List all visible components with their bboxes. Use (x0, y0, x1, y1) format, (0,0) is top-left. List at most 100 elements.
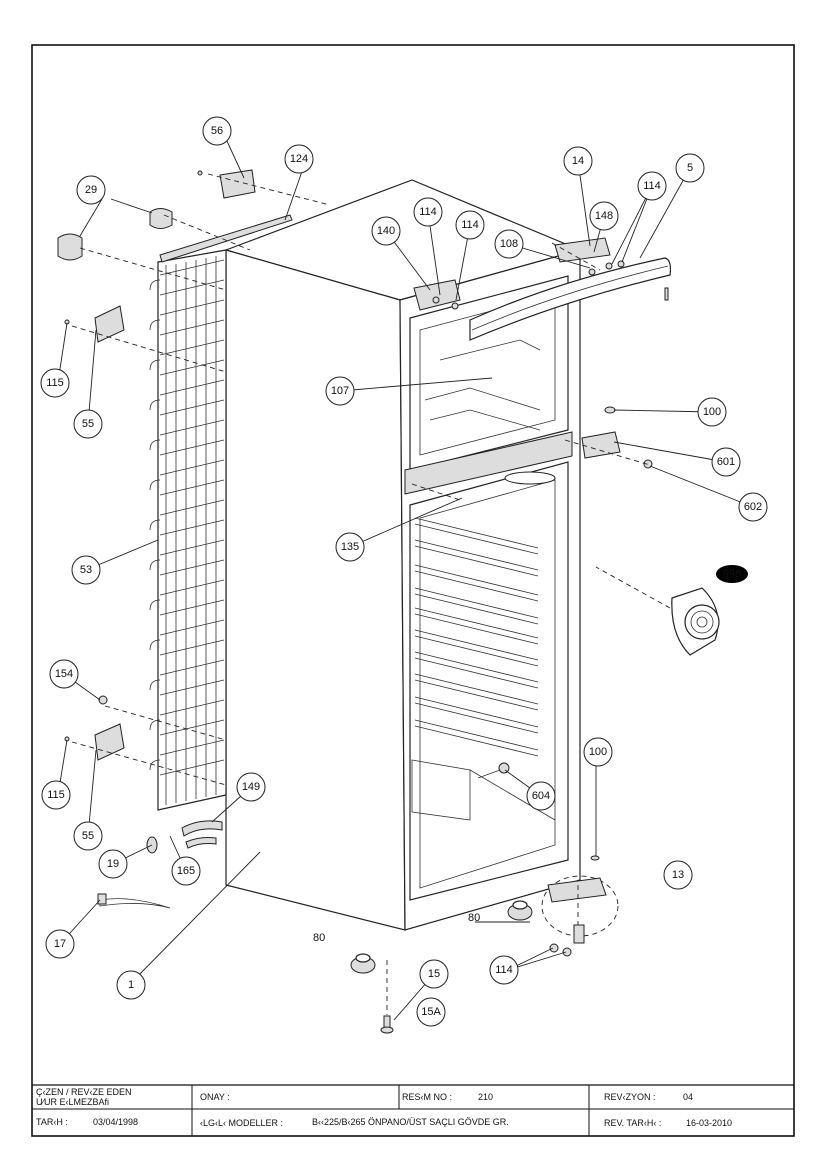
callout-circle (637, 171, 667, 201)
callout-number: 53 (80, 564, 92, 576)
date-value: 03/04/1998 (93, 1117, 139, 1127)
callout-c601: 601 (711, 447, 741, 477)
callout-circle (73, 821, 103, 851)
callout-circle (489, 955, 519, 985)
fan-assembly (671, 587, 720, 656)
callout-number: 114 (461, 219, 479, 231)
callout-circle (49, 659, 79, 689)
callout-c29: 29 (76, 175, 106, 205)
callout-circle (335, 532, 365, 562)
tube-caps (57, 208, 173, 261)
condenser-coil (149, 214, 293, 811)
rev-date-label: REV. TAR‹H‹ : (604, 1118, 662, 1128)
callout-circle (236, 772, 266, 802)
callout-number: 1 (128, 979, 134, 991)
callout-number: 17 (54, 938, 66, 950)
callout-number: 154 (55, 668, 73, 680)
callout-circle (171, 856, 201, 886)
callout-number: 107 (331, 385, 349, 397)
callout-number: 14 (572, 155, 584, 167)
callout-number: 100 (589, 746, 607, 758)
drawing-frame (31, 44, 795, 1137)
cabinet-body (224, 179, 582, 931)
callout-circle (413, 197, 443, 227)
callout-circle (416, 997, 446, 1027)
cable-tie (99, 898, 171, 909)
callout-c114d: 114 (489, 955, 519, 985)
callout-number: 15 (428, 968, 440, 980)
title-block (32, 1084, 794, 1136)
callout-number: 998 (723, 568, 741, 580)
side-bracket-upper (64, 305, 125, 343)
models-label: ‹LG‹L‹ MODELLER : (200, 1118, 284, 1128)
drawn-by-name: U⁄UR E‹LMEZBAfi (36, 1097, 110, 1107)
callout-c115a: 115 (40, 368, 70, 398)
callout-number: 29 (85, 184, 97, 196)
door-handle (469, 257, 672, 341)
callout-number: 5 (687, 162, 693, 174)
callout-c100a: 100 (697, 397, 727, 427)
callout-number: 140 (377, 225, 395, 237)
foot-label-right: 80 (468, 912, 480, 924)
callout-c148: 148 (589, 201, 619, 231)
callout-c149: 149 (236, 772, 266, 802)
callout-c1: 1 (116, 970, 146, 1000)
callout-c154: 154 (49, 659, 79, 689)
callout-c124: 124 (284, 144, 314, 174)
callout-circle (371, 216, 401, 246)
callout-c108: 108 (494, 229, 524, 259)
callout-number: 115 (47, 789, 65, 801)
callout-circle (98, 849, 128, 879)
callout-c100b: 100 (583, 737, 613, 767)
callout-circle (41, 780, 71, 810)
drawing-no-label: RES‹M NO : (402, 1092, 453, 1102)
callout-c19: 19 (98, 849, 128, 879)
rev-date-value: 16-03-2010 (686, 1118, 733, 1128)
callout-c107: 107 (325, 376, 355, 406)
callout-c15A: 15A (416, 997, 446, 1027)
compressor-tube-parts (146, 820, 223, 854)
callout-c14: 14 (563, 146, 593, 176)
callout-number: 148 (595, 210, 613, 222)
callout-circle (711, 447, 741, 477)
callout-number: 13 (672, 869, 684, 881)
callout-circle (697, 397, 727, 427)
callout-circle (663, 860, 693, 890)
top-bracket (219, 169, 256, 199)
callout-circle (563, 146, 593, 176)
callout-c55a: 55 (73, 409, 103, 439)
callout-c53: 53 (71, 555, 101, 585)
callout-number: 114 (643, 180, 661, 192)
callout-c135: 135 (335, 532, 365, 562)
callout-c140: 140 (371, 216, 401, 246)
callout-c165: 165 (171, 856, 201, 886)
callout-c15: 15 (419, 959, 449, 989)
callout-c55b: 55 (73, 821, 103, 851)
callout-circle (589, 201, 619, 231)
drawn-by-label: Ç‹ZEN / REV‹ZE EDEN (36, 1087, 132, 1097)
callout-c998: 998 (716, 565, 748, 583)
callout-c604: 604 (526, 781, 556, 811)
callout-circle (419, 959, 449, 989)
callout-number: 135 (341, 541, 359, 553)
callout-number: 604 (532, 790, 550, 802)
callout-circle (494, 229, 524, 259)
callout-c114b: 114 (413, 197, 443, 227)
callout-c56: 56 (202, 116, 232, 146)
callout-circle (455, 210, 485, 240)
callout-circle (526, 781, 556, 811)
callout-number: 108 (500, 238, 518, 250)
callout-number: 602 (744, 501, 762, 513)
callout-c5: 5 (675, 153, 705, 183)
middle-hinge-assembly (581, 406, 653, 469)
approval-label: ONAY : (200, 1092, 230, 1102)
side-bracket-lower (64, 695, 125, 761)
callout-number: 124 (290, 153, 308, 165)
foot-label-left: 80 (313, 932, 325, 944)
callout-circle (738, 492, 768, 522)
revision-label: REV‹ZYON : (604, 1092, 656, 1102)
callout-circle (73, 409, 103, 439)
date-label: TAR‹H : (36, 1117, 68, 1127)
callout-number: 114 (419, 206, 437, 218)
